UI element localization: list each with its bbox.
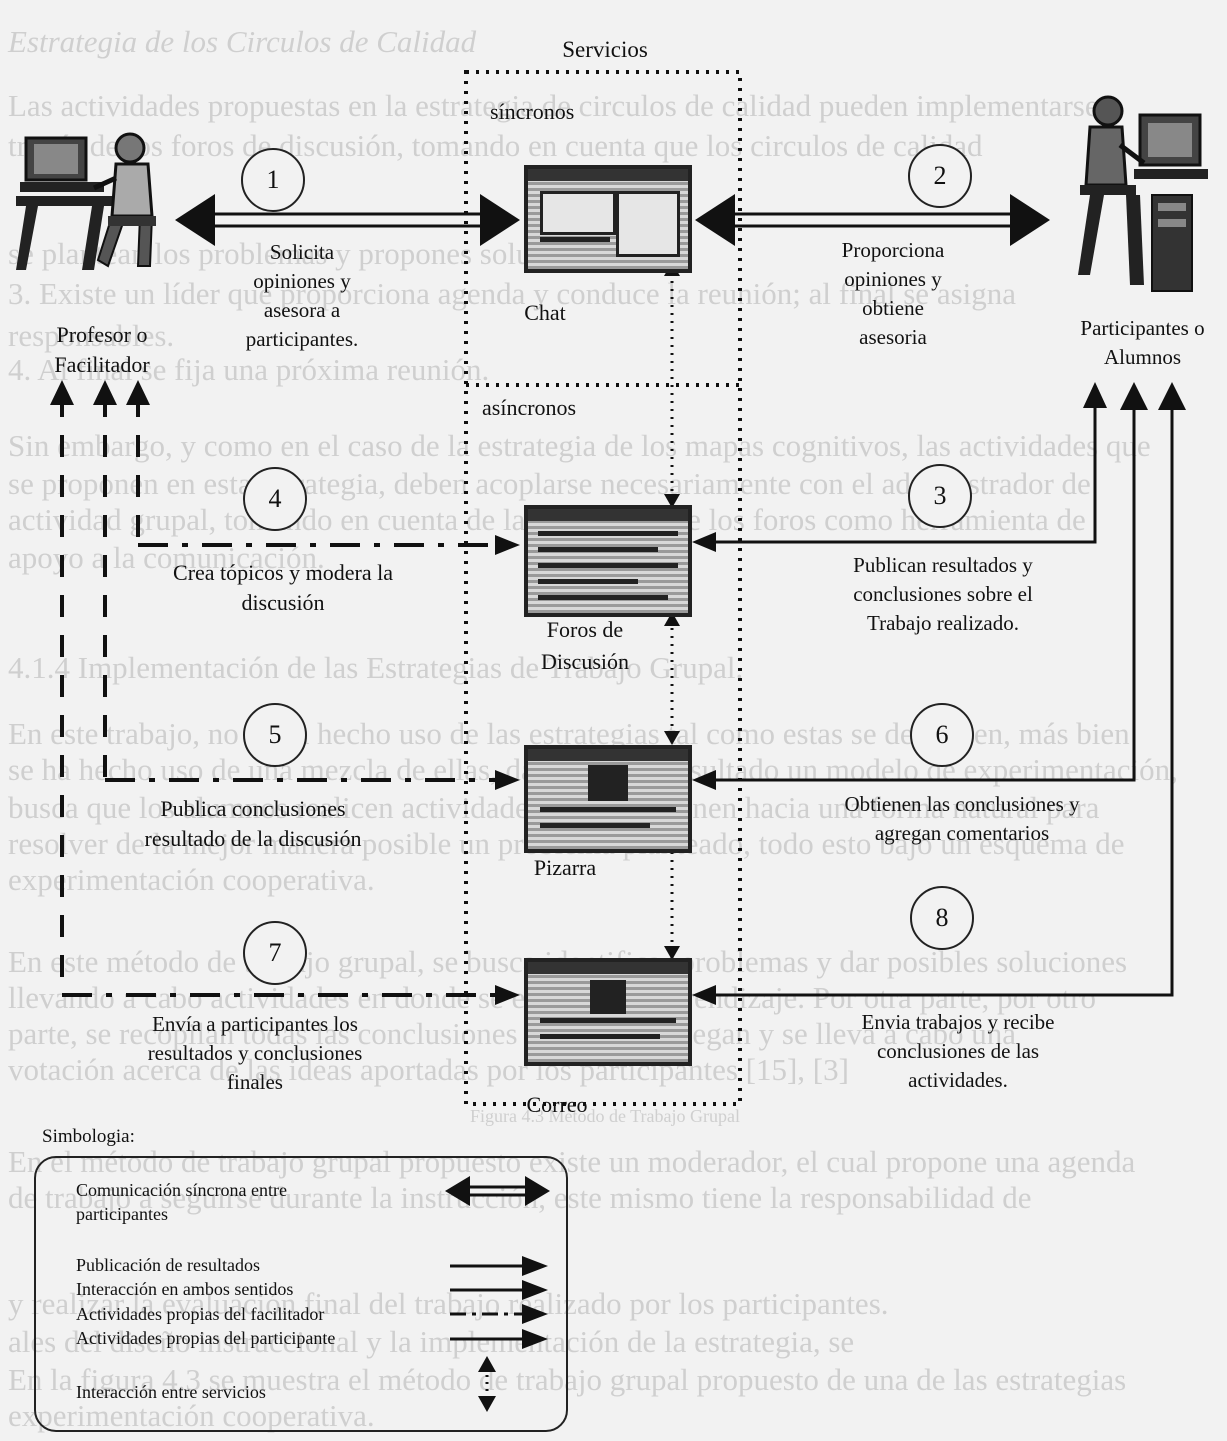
step-4-circle: 4: [243, 467, 307, 531]
bleed-through-line: y realizar la evaluación final del traba…: [8, 1286, 889, 1321]
legend-result-publication: Publicación de resultados: [76, 1255, 260, 1275]
legend-symbols: [445, 1176, 550, 1412]
participant-lines: [705, 395, 1174, 997]
bleed-through-line: Las actividades propuestas en la estrate…: [8, 88, 1099, 123]
bleed-through-line: ales del diseño instruccional y la imple…: [8, 1324, 855, 1359]
bleed-through-line: Sin embargo, y como en el caso de la est…: [8, 428, 1151, 463]
facilitator-arrowheads: [50, 380, 520, 1005]
bleed-through-line: través de los foros de discusión, tomand…: [8, 128, 983, 163]
legend-sync-communication: Comunicación síncrona entre participante…: [76, 1180, 287, 1224]
bleed-through-line: responsables.: [8, 318, 175, 353]
legend-box: [34, 1156, 568, 1432]
forum-label: Foros de Discusión: [541, 617, 629, 674]
step-8-text: Envia trabajos y recibe conclusiones de …: [861, 1010, 1055, 1092]
legend-service-interaction: Interacción entre servicios: [76, 1382, 266, 1402]
participants-label: Participantes o Alumnos: [1080, 316, 1205, 369]
sync-arrow-1: [175, 194, 520, 246]
bleed-through-line: Figura 4.3 Método de Trabajo Grupal: [470, 1106, 740, 1126]
step-1-text: Solicita opiniones y asesora a participa…: [245, 240, 359, 351]
step-6-text: Obtienen las conclusiones y agregan come…: [844, 792, 1080, 845]
step-8-circle: 8: [910, 886, 974, 950]
bleed-through-line: 3. Existe un líder que proporciona agend…: [8, 276, 1017, 311]
step-5-text: Publica conclusiones resultado de la dis…: [144, 796, 362, 851]
mail-label: Correo: [526, 1092, 588, 1117]
step-2-circle: 2: [908, 144, 972, 208]
services-title: Servicios: [562, 37, 648, 62]
async-label: asíncronos: [482, 395, 577, 420]
step-3-circle: 3: [908, 464, 972, 528]
participant-at-computer-icon: [1078, 95, 1208, 292]
sync-label: síncronos: [490, 99, 575, 124]
step-2-text: Proporciona opiniones y obtiene asesoria: [841, 238, 945, 349]
step-6-circle: 6: [910, 703, 974, 767]
legend-title: Simbologia:: [42, 1126, 135, 1147]
legend-facilitator-activities: Actividades propias del facilitador: [76, 1304, 325, 1324]
facilitator-label: Profesor o Facilitador: [54, 322, 150, 377]
forum-window-icon: [524, 505, 692, 617]
legend-participant-activities: Actividades propias del participante: [76, 1328, 336, 1348]
bleed-through-line: parte, se recopilan todas las conclusion…: [8, 1016, 1016, 1051]
bleed-through-line: 4. Al final se fija una próxima reunión.: [8, 352, 490, 387]
facilitator-lines: [60, 395, 500, 997]
bleed-through-line: votación acerca de las ideas aportadas p…: [8, 1052, 849, 1087]
services-boundary: [464, 70, 742, 1106]
step-7-text: Envía a participantes los resultados y c…: [147, 1012, 363, 1094]
step-5-circle: 5: [243, 703, 307, 767]
sync-arrow-2: [695, 194, 1050, 246]
step-4-text: Crea tópicos y modera la discusión: [173, 560, 393, 615]
whiteboard-label: Pizarra: [533, 855, 597, 880]
bleed-through-line: En el método de trabajo grupal propuesto…: [8, 1144, 1136, 1179]
bleed-through-line: 4.1.4 Implementación de las Estrategias …: [8, 650, 744, 685]
facilitator-at-computer-icon: [16, 132, 156, 270]
whiteboard-window-icon: [524, 745, 692, 853]
step-7-circle: 7: [243, 921, 307, 985]
legend-two-way-interaction: Interacción en ambos sentidos: [76, 1279, 294, 1299]
participant-arrowheads: [692, 382, 1186, 1005]
chat-label: Chat: [524, 300, 566, 325]
bleed-through-line: Estrategia de los Circulos de Calidad: [8, 24, 477, 59]
step-1-circle: 1: [241, 148, 305, 212]
mail-window-icon: [524, 958, 692, 1066]
bleed-through-line: experimentación cooperativa.: [8, 1398, 375, 1433]
step-3-text: Publican resultados y conclusiones sobre…: [853, 553, 1033, 635]
bleed-through-line: experimentación cooperativa.: [8, 862, 375, 897]
chat-window-icon: [524, 165, 692, 273]
